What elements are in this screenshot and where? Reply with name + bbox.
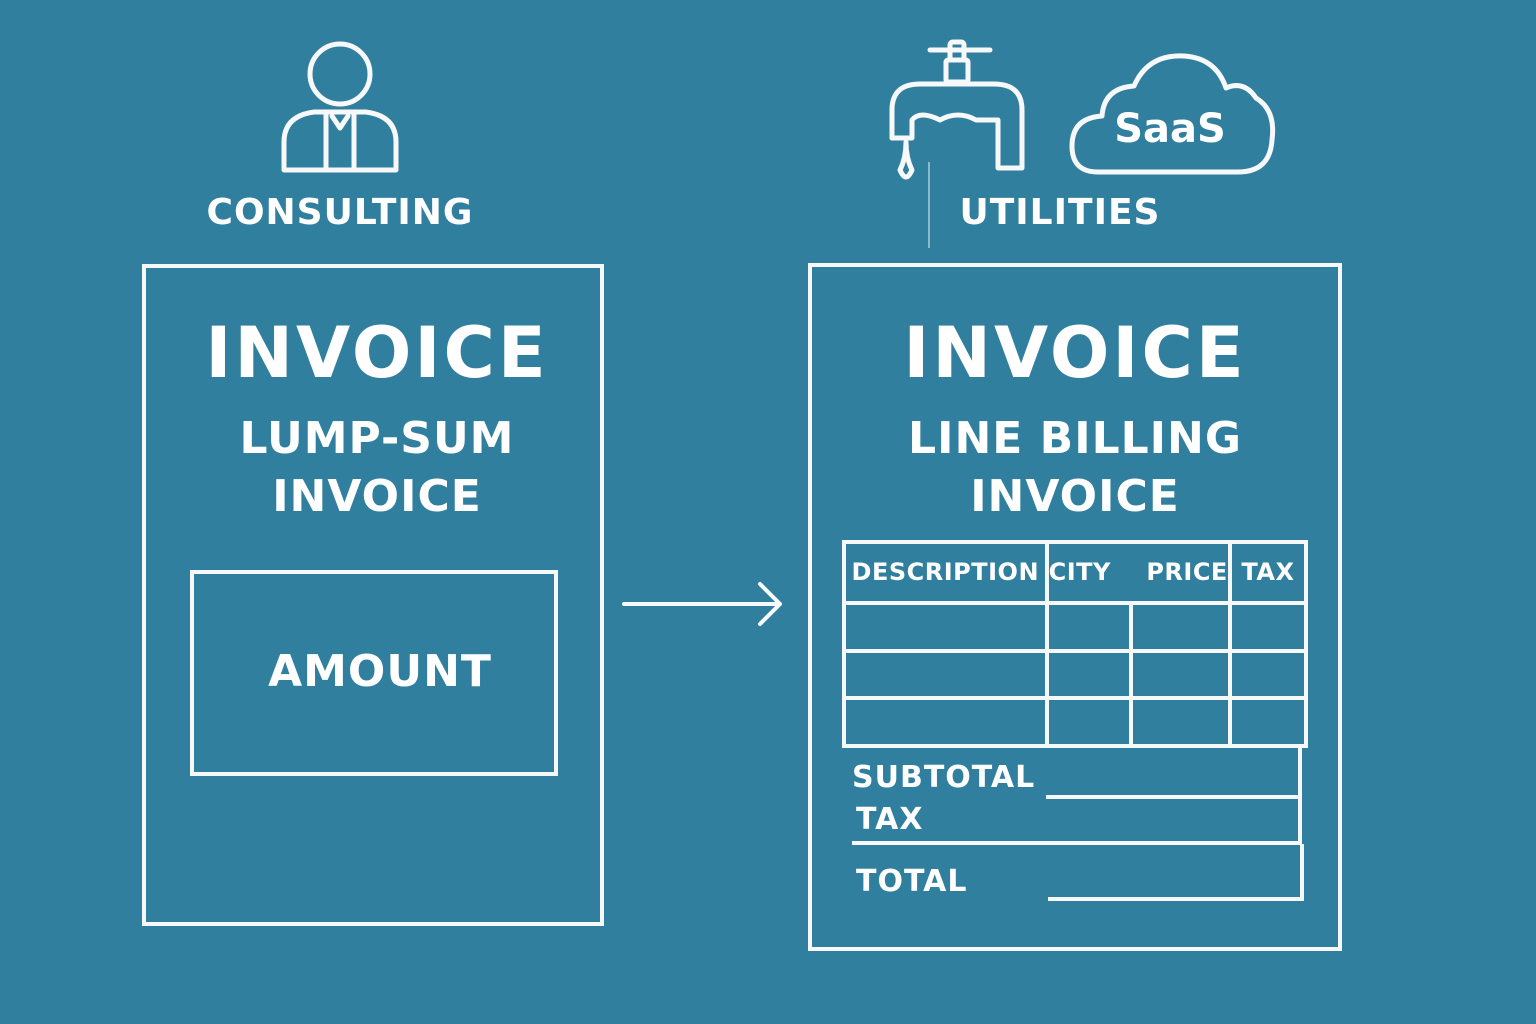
amount-box	[190, 570, 558, 776]
table-cell	[1044, 600, 1133, 653]
line-billing-invoice-panel	[808, 263, 1342, 951]
table-cell	[842, 600, 1049, 653]
tax-label: TAX	[856, 802, 924, 837]
table-row	[842, 600, 1309, 653]
line-items-table: DESCRIPTION CITY PRICE TAX	[842, 540, 1309, 748]
table-cell	[842, 648, 1049, 701]
table-cell	[1227, 600, 1309, 653]
lump-sum-subtitle-line2: INVOICE	[272, 471, 482, 522]
table-cell	[1044, 696, 1133, 748]
arrow-right-icon	[622, 582, 782, 626]
table-cell	[1128, 600, 1232, 653]
faucet-icon	[889, 39, 1025, 180]
table-cell	[842, 696, 1049, 748]
consulting-label: CONSULTING	[206, 192, 474, 233]
subtotal-line	[1046, 795, 1300, 799]
total-right-border	[1300, 844, 1304, 900]
saas-label: SaaS	[1114, 106, 1226, 152]
person-icon	[281, 41, 399, 173]
col-header-city-price: CITY PRICE	[1044, 540, 1232, 605]
col-header-tax: TAX	[1227, 540, 1309, 605]
table-cell	[1227, 696, 1309, 748]
line-billing-invoice-subtitle: LINE BILLING INVOICE	[808, 410, 1342, 526]
lump-sum-subtitle-line1: LUMP-SUM	[239, 413, 515, 464]
faucet-stem-line	[928, 162, 930, 248]
lump-sum-invoice-title: INVOICE	[205, 312, 549, 394]
cloud-icon	[1069, 53, 1276, 175]
table-cell	[1128, 648, 1232, 701]
table-cell	[1227, 648, 1309, 701]
table-row	[842, 696, 1309, 748]
table-row	[842, 648, 1309, 701]
col-header-price: PRICE	[1146, 558, 1228, 587]
amount-label: AMOUNT	[268, 646, 492, 697]
line-billing-invoice-title: INVOICE	[903, 312, 1247, 394]
utilities-label: UTILITIES	[959, 192, 1161, 233]
table-cell	[1128, 696, 1232, 748]
subtotal-label: SUBTOTAL	[852, 760, 1036, 795]
totals-right-border	[1298, 744, 1302, 844]
col-header-description: DESCRIPTION	[842, 540, 1049, 605]
total-line	[1048, 897, 1304, 901]
table-header-row: DESCRIPTION CITY PRICE TAX	[842, 540, 1309, 605]
lump-sum-invoice-subtitle: LUMP-SUM INVOICE	[142, 410, 612, 526]
tax-divider-line	[852, 841, 1302, 845]
line-billing-subtitle-line2: INVOICE	[970, 471, 1180, 522]
lump-sum-invoice-panel	[142, 264, 604, 926]
line-billing-subtitle-line1: LINE BILLING	[908, 413, 1242, 464]
table-cell	[1044, 648, 1133, 701]
total-label: TOTAL	[856, 864, 968, 899]
col-header-city: CITY	[1048, 558, 1111, 587]
